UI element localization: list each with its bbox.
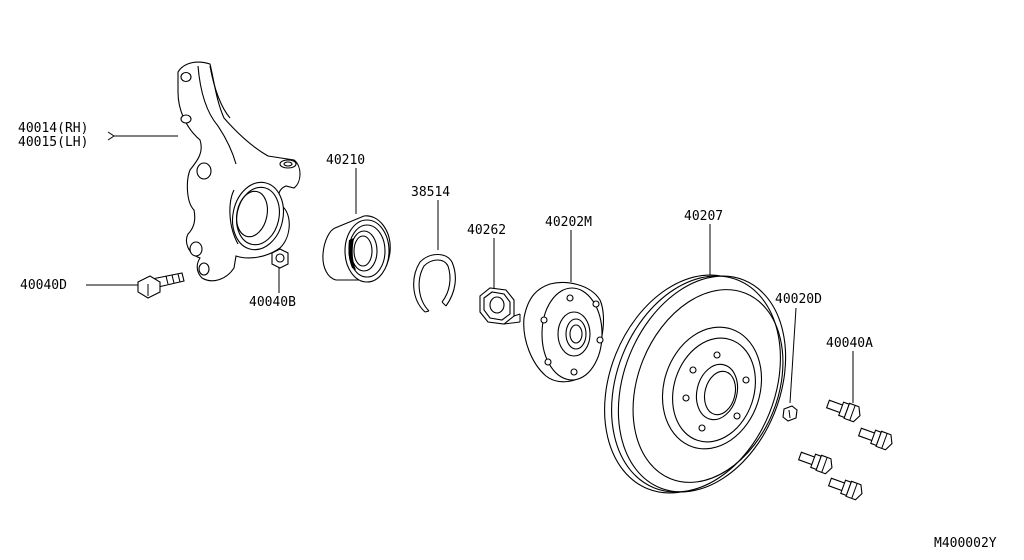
wheel-bearing	[322, 215, 391, 283]
knuckle-bolt	[137, 272, 185, 299]
hub-nut	[479, 287, 521, 325]
label-40014-rh: 40014(RH)	[18, 121, 88, 136]
caliper-bolts	[797, 399, 893, 501]
label-40202m: 40202M	[545, 215, 592, 230]
caliper-bolt	[857, 427, 893, 451]
figure-code: M400002Y	[934, 536, 997, 551]
caliper-bolt	[797, 451, 833, 475]
snap-ring	[413, 253, 456, 313]
label-40262: 40262	[467, 223, 506, 238]
label-40040d: 40040D	[20, 278, 67, 293]
label-40040b: 40040B	[249, 295, 296, 310]
caliper-bolt	[827, 477, 863, 501]
leader-lines	[86, 131, 854, 404]
label-40015-lh: 40015(LH)	[18, 135, 88, 150]
brake-rotor	[604, 274, 787, 494]
label-40020d: 40020D	[775, 292, 822, 307]
caliper-bolt	[825, 399, 861, 423]
label-40040a: 40040A	[826, 336, 873, 351]
label-38514: 38514	[411, 185, 450, 200]
label-40207: 40207	[684, 209, 723, 224]
knuckle-nut	[271, 248, 289, 269]
rotor-screw	[782, 405, 798, 422]
label-40210: 40210	[326, 153, 365, 168]
steering-knuckle	[177, 61, 301, 282]
wheel-hub	[523, 282, 605, 383]
